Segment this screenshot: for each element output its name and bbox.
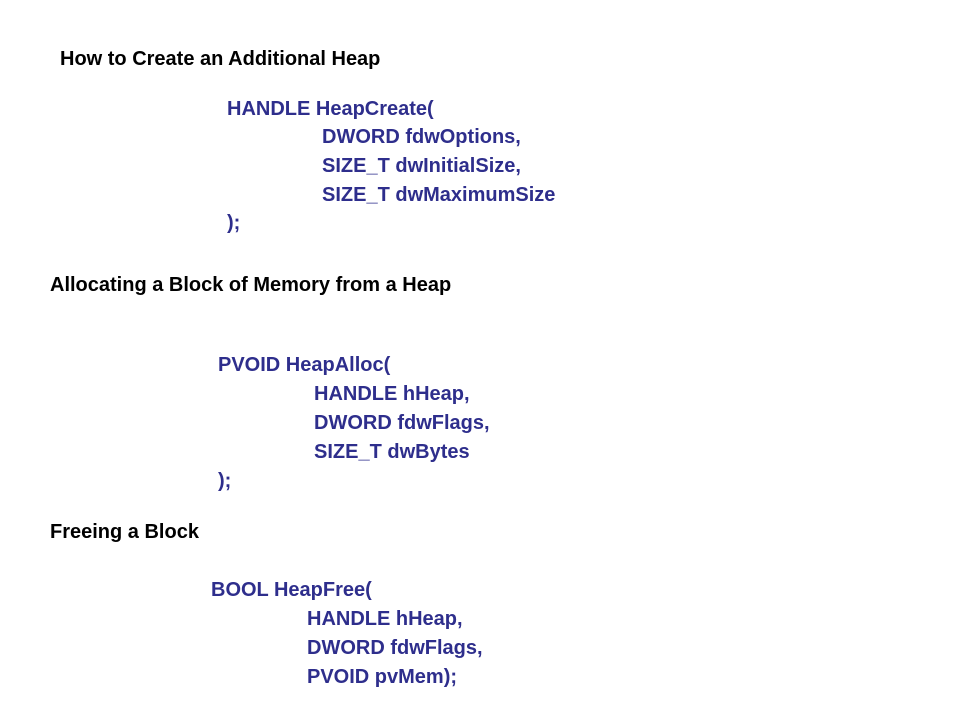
code-param: SIZE_T dwMaximumSize xyxy=(322,184,556,206)
code-param: PVOID pvMem); xyxy=(307,666,458,688)
code-signature: HANDLE HeapCreate( xyxy=(227,98,434,120)
code-signature: BOOL HeapFree( xyxy=(211,579,372,601)
code-param: SIZE_T dwBytes xyxy=(314,441,470,463)
code-param: HANDLE hHeap, xyxy=(314,383,470,405)
section-heading-heap-alloc: Allocating a Block of Memory from a Heap xyxy=(50,274,452,296)
code-param: DWORD fdwOptions, xyxy=(322,126,521,148)
code-closing: ); xyxy=(218,470,232,492)
code-param: SIZE_T dwInitialSize, xyxy=(322,155,521,177)
section-heading-heap-free: Freeing a Block xyxy=(50,521,199,543)
section-heading-create-heap: How to Create an Additional Heap xyxy=(60,48,381,70)
code-param: HANDLE hHeap, xyxy=(307,608,463,630)
code-param: DWORD fdwFlags, xyxy=(307,637,483,659)
code-closing: ); xyxy=(227,212,241,234)
code-param: DWORD fdwFlags, xyxy=(314,412,490,434)
code-signature: PVOID HeapAlloc( xyxy=(218,354,391,376)
